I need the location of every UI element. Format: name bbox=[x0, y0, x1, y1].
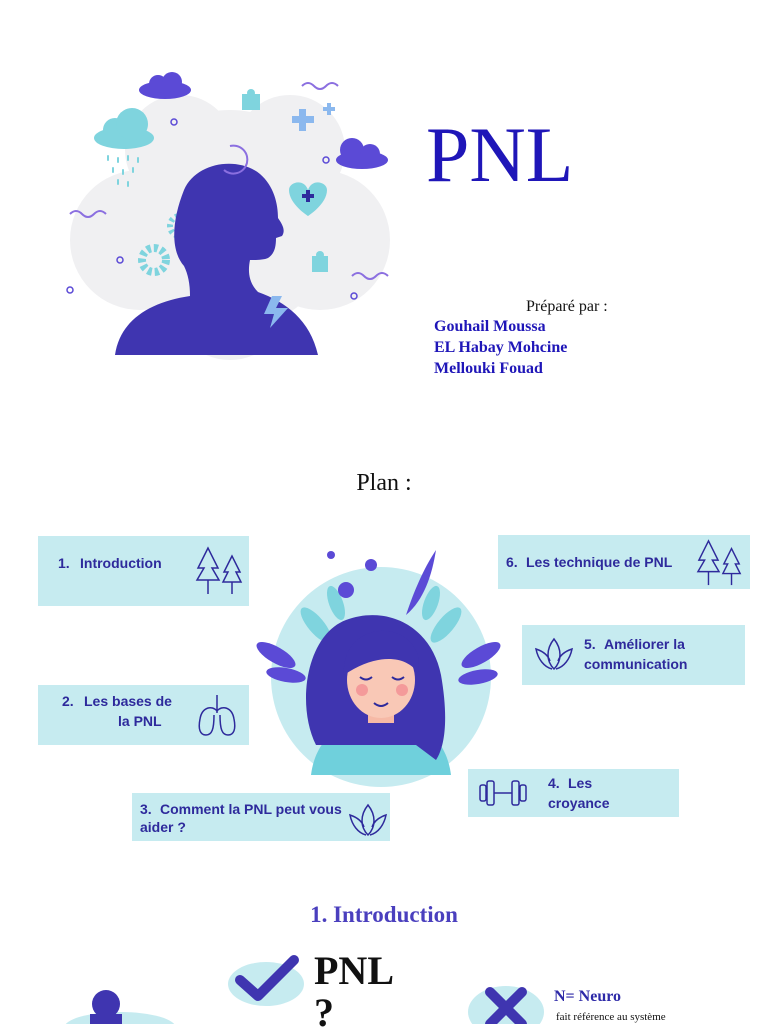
lotus-icon bbox=[349, 803, 387, 837]
plan-item-communication: 5. Améliorer la communication bbox=[522, 625, 745, 685]
plan-item-label: Comment la PNL peut vous bbox=[160, 801, 342, 817]
plan-item-number: 4. bbox=[548, 775, 560, 791]
x-mark-icon bbox=[468, 986, 544, 1024]
plan-item-label: Les bases de bbox=[84, 693, 172, 709]
section-heading: 1. Introduction bbox=[310, 902, 458, 927]
plan-item-croyance: 4. Les croyance bbox=[468, 769, 679, 817]
plan-item-number: 5. bbox=[584, 636, 596, 652]
plan-item-number: 1. bbox=[58, 555, 70, 571]
woman-meditation-illustration bbox=[256, 550, 501, 787]
lungs-icon bbox=[198, 695, 236, 736]
plan-item-label: Les bbox=[568, 775, 593, 791]
plan-item-techniques: 6. Les technique de PNL bbox=[498, 535, 750, 589]
author-name: Mellouki Fouad bbox=[434, 360, 543, 377]
neuro-description: fait référence au système bbox=[556, 1011, 666, 1023]
author-name: Gouhail Moussa bbox=[434, 318, 546, 335]
neuro-label: N= Neuro bbox=[554, 988, 622, 1005]
plan-item-introduction: 1. Introduction bbox=[38, 536, 249, 606]
plan-item-number: 2. bbox=[62, 693, 74, 709]
tree-icon bbox=[696, 539, 742, 586]
plan-item-comment: 3. Comment la PNL peut vous aider ? bbox=[132, 793, 390, 841]
tree-icon bbox=[195, 546, 243, 594]
plan-item-number: 3. bbox=[140, 801, 152, 817]
plan-item-label: aider ? bbox=[140, 819, 186, 835]
plan-item-label: la PNL bbox=[118, 713, 162, 729]
pnl-question-line: ? bbox=[314, 990, 334, 1035]
lotus-icon bbox=[535, 637, 573, 671]
page-title: PNL bbox=[426, 111, 574, 198]
person-icon bbox=[65, 990, 175, 1024]
head-silhouette-illustration bbox=[66, 72, 390, 360]
plan-item-number: 6. bbox=[506, 554, 518, 570]
plan-item-bases: 2. Les bases de la PNL bbox=[38, 685, 249, 745]
plan-item-label: Améliorer la bbox=[604, 636, 685, 652]
author-name: EL Habay Mohcine bbox=[434, 339, 568, 356]
dumbbell-icon bbox=[479, 780, 527, 806]
prepared-by-label: Préparé par : bbox=[526, 298, 608, 315]
plan-item-label: croyance bbox=[548, 795, 610, 811]
plan-title: Plan : bbox=[356, 470, 412, 496]
pnl-question: PNL ? bbox=[314, 950, 394, 1034]
plan-item-label: communication bbox=[584, 656, 688, 672]
pnl-question-line: PNL bbox=[314, 948, 394, 993]
checkmark-icon bbox=[228, 955, 304, 1006]
plan-item-label: Les technique de PNL bbox=[526, 554, 673, 570]
plan-item-label: Introduction bbox=[80, 555, 162, 571]
